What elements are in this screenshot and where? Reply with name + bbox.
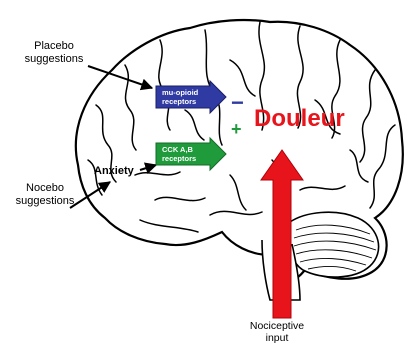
plus-sign: +: [231, 120, 242, 138]
nociceptive-input-label: Nociceptive input: [232, 320, 322, 344]
minus-sign: −: [231, 92, 244, 114]
cck-receptors-label: CCK A,B receptors: [162, 145, 196, 163]
placebo-suggestions-label: Placebo suggestions: [18, 40, 90, 66]
cerebellum: [288, 212, 379, 277]
anxiety-label: Anxiety: [94, 165, 134, 178]
mu-opioid-receptors-label: mu-opioid receptors: [162, 88, 198, 106]
douleur-title: Douleur: [254, 105, 345, 133]
nocebo-suggestions-label: Nocebo suggestions: [8, 182, 82, 208]
